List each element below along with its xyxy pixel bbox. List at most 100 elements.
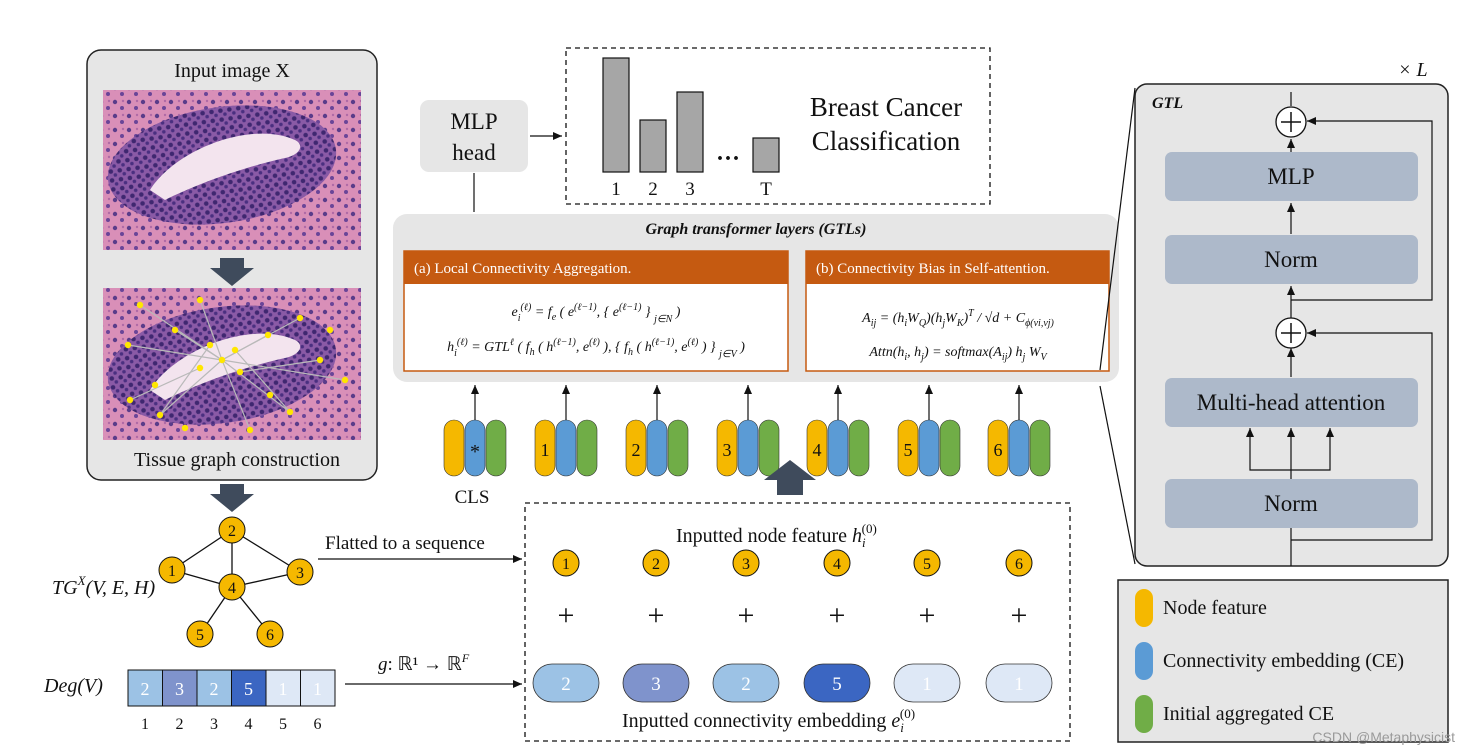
degree-index: 1 xyxy=(141,716,149,733)
legend-label: Initial aggregated CE xyxy=(1163,703,1334,725)
token-2: 2 xyxy=(625,385,689,477)
repeat-label: × L xyxy=(1398,59,1428,81)
gtl-norm-top-label: Norm xyxy=(1264,247,1318,272)
svg-text:5: 5 xyxy=(196,627,204,644)
degree-index: 2 xyxy=(176,716,184,733)
svg-text:2: 2 xyxy=(632,440,641,460)
input-node xyxy=(913,549,941,577)
graph-node-6: 6 xyxy=(256,620,284,648)
formula-a: Aij = (hiWQ)(hjWK)T / √d + Cϕ(vi,vj) xyxy=(861,308,1054,329)
legend-swatch xyxy=(1135,695,1153,733)
degree-label: Deg(V) xyxy=(43,675,103,697)
input-node-label: 1 xyxy=(562,556,570,573)
degree-cell xyxy=(127,669,163,707)
token-3: 3 xyxy=(716,385,780,477)
input-image-title: Input image X xyxy=(174,60,290,82)
plus-sign: + xyxy=(829,599,846,632)
degree-value: 1 xyxy=(279,679,288,699)
class-bar xyxy=(639,119,667,173)
classification-box xyxy=(565,47,991,205)
gtl-block-title: GTL xyxy=(1152,95,1183,112)
gtl-attention-label: Multi-head attention xyxy=(1197,390,1386,415)
graph-node-1: 1 xyxy=(158,556,186,584)
class-bar xyxy=(602,57,630,173)
ce-pill xyxy=(532,663,600,703)
gtl-attention-box xyxy=(1165,378,1418,427)
degree-value: 3 xyxy=(175,679,184,699)
svg-text:5: 5 xyxy=(904,440,913,460)
cls-label: CLS xyxy=(455,487,490,508)
ce-value: 2 xyxy=(561,674,571,695)
gtl-panel-title: Graph transformer layers (GTLs) xyxy=(646,221,867,238)
input-feature-title: Inputted node feature hi(0) xyxy=(676,521,877,550)
box-b-header xyxy=(806,251,1109,284)
ce-pill xyxy=(893,663,961,703)
zoom-line-bottom xyxy=(1099,385,1136,565)
zoom-line-top xyxy=(1099,87,1136,371)
ce-value: 2 xyxy=(741,674,751,695)
token-4: 4 xyxy=(806,385,870,477)
graph-node-5: 5 xyxy=(186,620,214,648)
ce-pill xyxy=(985,663,1053,703)
class-bar xyxy=(752,137,780,173)
svg-text:2: 2 xyxy=(228,523,236,540)
graph-node-2: 2 xyxy=(218,516,246,544)
gtl-mlp-box xyxy=(1165,152,1418,201)
degree-index: 5 xyxy=(279,716,287,733)
degree-value: 5 xyxy=(244,679,253,699)
legend-swatch xyxy=(1135,642,1153,680)
gtl-connections xyxy=(1246,92,1433,566)
input-node-label: 6 xyxy=(1015,556,1023,573)
mlp-head-box xyxy=(420,100,528,172)
class-bar xyxy=(676,91,704,173)
box-a-header xyxy=(404,251,788,284)
formula-attn: Attn(hi, hj) = softmax(Aij) hj WV xyxy=(868,345,1048,363)
token-5: 5 xyxy=(897,385,961,477)
down-arrow-1 xyxy=(210,258,254,286)
plus-sign: + xyxy=(738,599,755,632)
degree-value: 1 xyxy=(313,679,322,699)
token-6: 6 xyxy=(987,385,1051,477)
ce-pill xyxy=(622,663,690,703)
degree-cell xyxy=(231,669,267,707)
legend xyxy=(1117,579,1449,743)
watermark: CSDN @Metaphysicist xyxy=(1312,729,1455,745)
input-node-label: 2 xyxy=(652,556,660,573)
gtl-norm-top-box xyxy=(1165,235,1418,284)
legend-swatch xyxy=(1135,589,1153,627)
input-node-label: 3 xyxy=(742,556,750,573)
input-node xyxy=(1005,549,1033,577)
bars-ellipsis: ··· xyxy=(716,146,740,172)
graph-label: TGX(V, E, H) xyxy=(52,573,155,599)
svg-text:6: 6 xyxy=(994,440,1003,460)
input-node-label: 4 xyxy=(833,556,841,573)
svg-text:3: 3 xyxy=(723,440,732,460)
class-bar-label: 1 xyxy=(611,179,621,200)
legend-label: Node feature xyxy=(1163,597,1267,619)
box-a-title: (a) Local Connectivity Aggregation. xyxy=(414,261,631,277)
svg-text:4: 4 xyxy=(228,580,236,597)
ce-pill xyxy=(712,663,780,703)
up-arrow xyxy=(764,460,816,495)
mapping-label: g: ℝ¹ → ℝF xyxy=(378,651,470,675)
svg-text:3: 3 xyxy=(296,565,304,582)
class-bar-label: 2 xyxy=(648,179,658,200)
plus-sign: + xyxy=(558,599,575,632)
legend-label: Connectivity embedding (CE) xyxy=(1163,650,1404,672)
svg-text:1: 1 xyxy=(541,440,550,460)
gtl-mlp-label: MLP xyxy=(1267,164,1314,189)
plus-sign: + xyxy=(919,599,936,632)
gtl-norm-bottom-label: Norm xyxy=(1264,491,1318,516)
input-ce-title: Inputted connectivity embedding ei(0) xyxy=(622,706,915,735)
degree-index: 6 xyxy=(314,716,322,733)
plus-sign: + xyxy=(648,599,665,632)
ce-value: 3 xyxy=(651,674,661,695)
gtl-norm-bottom-box xyxy=(1165,479,1418,528)
residual-add-bottom-icon xyxy=(1275,317,1307,349)
mlp-head-line1: MLP xyxy=(450,109,497,134)
